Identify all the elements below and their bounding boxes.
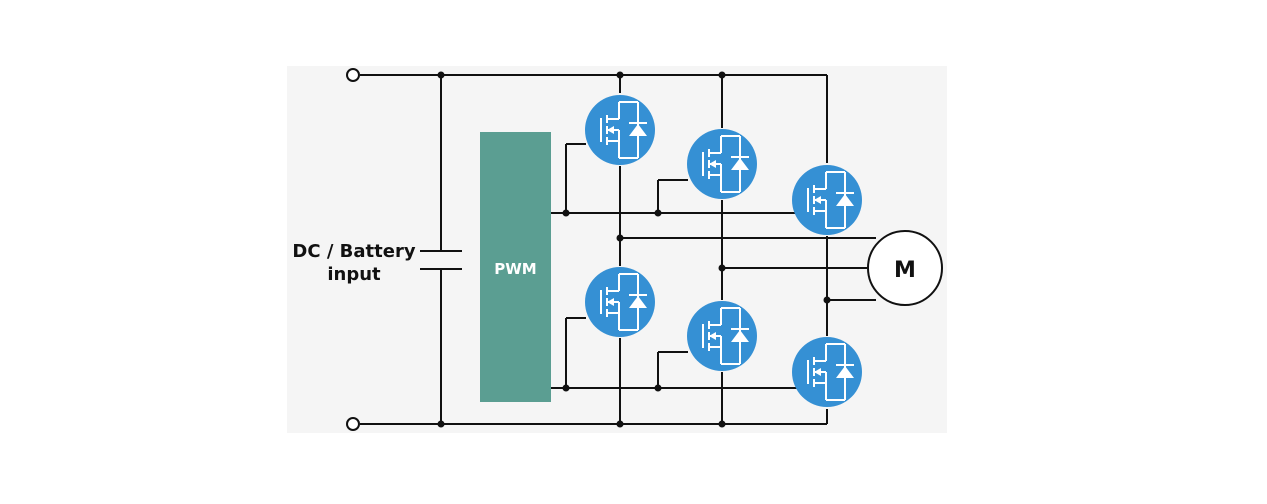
low-side-mosfet-1 bbox=[584, 266, 656, 338]
capacitor bbox=[420, 75, 462, 424]
low-side-mosfet-2 bbox=[686, 300, 758, 372]
high-side-gate-lines bbox=[551, 143, 827, 214]
pwm-controller-block bbox=[480, 132, 551, 402]
input-label-line2: input bbox=[327, 264, 381, 285]
high-side-mosfet-2 bbox=[686, 128, 758, 200]
positive-input-terminal bbox=[346, 68, 360, 82]
high-side-mosfet-1 bbox=[584, 94, 656, 166]
motor-label: M bbox=[894, 258, 916, 283]
high-side-mosfet-3 bbox=[791, 164, 863, 236]
low-side-mosfet-3 bbox=[791, 336, 863, 408]
motor-symbol bbox=[867, 230, 943, 306]
junction-dots bbox=[437, 71, 831, 428]
negative-input-terminal bbox=[346, 417, 360, 431]
pwm-label: PWM bbox=[494, 260, 536, 278]
motor-phase-wires bbox=[620, 237, 876, 301]
input-label-line1: DC / Battery bbox=[292, 241, 415, 262]
low-side-gate-lines bbox=[551, 317, 827, 389]
